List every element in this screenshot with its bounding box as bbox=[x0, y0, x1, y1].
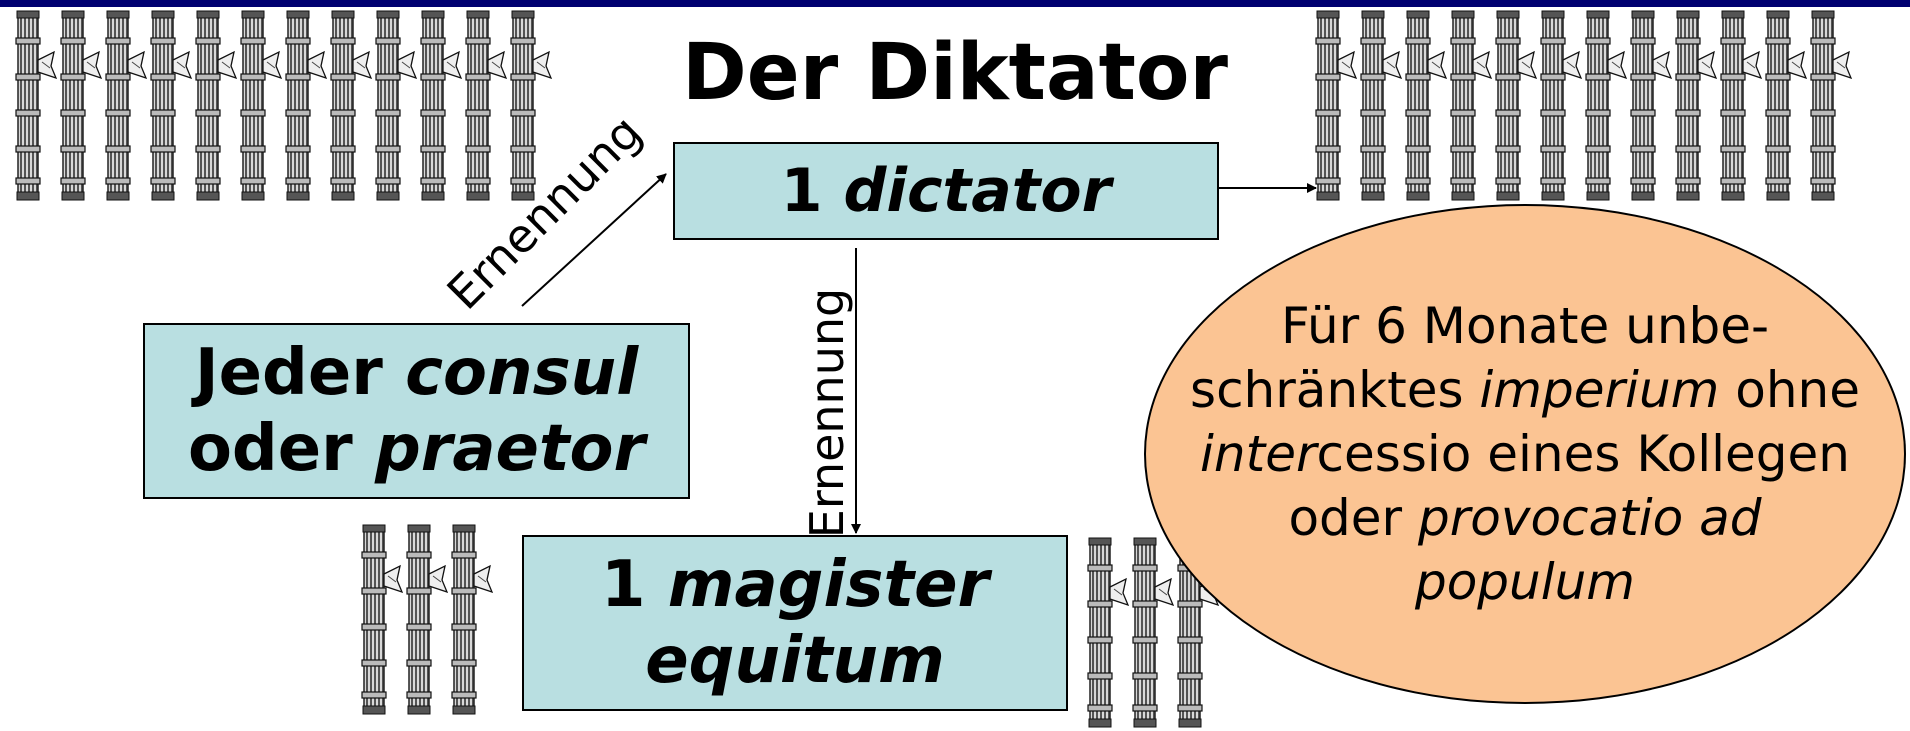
fasces-icon bbox=[105, 10, 147, 201]
magister-equitum-box: 1 magister equitum bbox=[522, 535, 1068, 711]
fasces-group-bottom-left bbox=[358, 522, 493, 718]
fasces-icon bbox=[150, 10, 192, 201]
fasces-icon bbox=[1495, 10, 1537, 201]
ellipse-line3-rest: cessio eines Kollegen bbox=[1316, 425, 1850, 483]
ellipse-line4-start: oder bbox=[1288, 489, 1418, 547]
equitum-term: equitum bbox=[645, 624, 945, 698]
fasces-icon bbox=[465, 10, 507, 201]
fasces-icon bbox=[1405, 10, 1447, 201]
ellipse-line2-start: schränktes bbox=[1190, 361, 1480, 419]
ellipse-line1: Für 6 Monate unbe- bbox=[1280, 297, 1770, 355]
dictator-box: 1 dictator bbox=[673, 142, 1219, 240]
magister-count: 1 bbox=[600, 548, 646, 622]
fasces-group-top-right bbox=[1312, 8, 1852, 204]
consul-term: consul bbox=[405, 336, 639, 410]
provocatio-term: provocatio ad bbox=[1417, 489, 1762, 547]
fasces-icon bbox=[361, 524, 403, 715]
fasces-icon bbox=[1087, 537, 1129, 728]
page-title: Der Diktator bbox=[682, 28, 1228, 118]
fasces-icon bbox=[1585, 10, 1627, 201]
fasces-icon bbox=[406, 524, 448, 715]
fasces-icon bbox=[1540, 10, 1582, 201]
fasces-icon bbox=[1720, 10, 1762, 201]
consul-line2-text: oder bbox=[187, 412, 375, 486]
arrow-consul-to-dictator bbox=[521, 173, 667, 307]
fasces-icon bbox=[1315, 10, 1357, 201]
imperium-term: imperium bbox=[1479, 361, 1720, 419]
fasces-icon bbox=[1810, 10, 1852, 201]
praetor-term: praetor bbox=[374, 412, 646, 486]
fasces-icon bbox=[451, 524, 493, 715]
fasces-icon bbox=[1765, 10, 1807, 201]
fasces-icon bbox=[330, 10, 372, 201]
consul-line1-text: Jeder bbox=[194, 336, 406, 410]
fasces-group-bottom-right bbox=[1084, 535, 1219, 731]
intercessio-prefix: inter bbox=[1200, 425, 1317, 483]
consul-praetor-box: Jeder consul oder praetor bbox=[143, 323, 690, 499]
fasces-icon bbox=[420, 10, 462, 201]
fasces-icon bbox=[510, 10, 552, 201]
dictator-term: dictator bbox=[843, 156, 1112, 226]
fasces-icon bbox=[1450, 10, 1492, 201]
fasces-icon bbox=[285, 10, 327, 201]
populum-term: populum bbox=[1414, 553, 1636, 611]
dictator-count: 1 bbox=[780, 156, 823, 226]
fasces-icon bbox=[195, 10, 237, 201]
fasces-icon bbox=[1132, 537, 1174, 728]
fasces-icon bbox=[1675, 10, 1717, 201]
fasces-icon bbox=[1360, 10, 1402, 201]
fasces-icon bbox=[1630, 10, 1672, 201]
powers-ellipse: Für 6 Monate unbe- schränktes imperium o… bbox=[1144, 204, 1906, 704]
fasces-icon bbox=[60, 10, 102, 201]
fasces-icon bbox=[240, 10, 282, 201]
ellipse-line2-end: ohne bbox=[1719, 361, 1860, 419]
fasces-icon bbox=[15, 10, 57, 201]
fasces-group-top-left bbox=[12, 8, 552, 204]
top-bar bbox=[0, 0, 1910, 7]
magister-term: magister bbox=[667, 548, 990, 622]
arrow-label-ernennung-vertical: Ernennung bbox=[800, 287, 854, 539]
fasces-icon bbox=[375, 10, 417, 201]
